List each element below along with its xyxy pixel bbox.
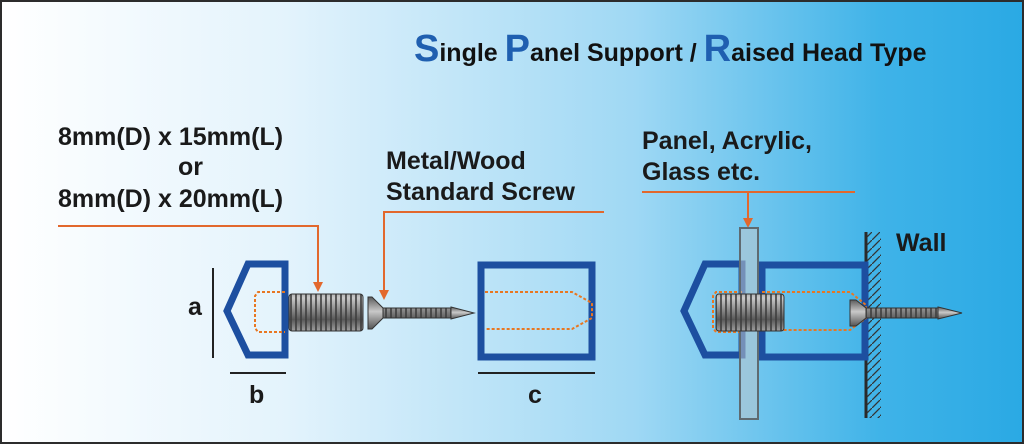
dimension-label-c: c: [528, 381, 542, 409]
size-leader-line: [58, 225, 319, 284]
title-text-2: anel Support /: [530, 39, 704, 67]
wall-hatching: [867, 232, 881, 418]
dimension-label-b: b: [249, 381, 265, 409]
threaded-stud: [288, 293, 364, 332]
screw-label-line2: Standard Screw: [386, 178, 575, 206]
screw-leader-line: [383, 211, 604, 292]
size-leader-arrow: [313, 282, 323, 292]
size-label-line3: 8mm(D) x 20mm(L): [58, 185, 284, 213]
title-initial-p: P: [504, 28, 531, 70]
assembled-stud: [715, 293, 785, 332]
raised-head-cap: [223, 260, 289, 359]
size-label-line2: or: [178, 153, 203, 181]
diagram-title: Single Panel Support / Raised Head Type: [414, 28, 927, 71]
size-label-line1: 8mm(D) x 15mm(L): [58, 123, 284, 151]
wall-label: Wall: [896, 229, 947, 257]
support-barrel: [477, 261, 596, 361]
title-initial-s: S: [414, 28, 440, 70]
screw-label-line1: Metal/Wood: [386, 147, 526, 175]
panel-label-line2: Glass etc.: [642, 158, 761, 186]
dimension-label-a: a: [188, 293, 202, 321]
panel-label-line1: Panel, Acrylic,: [642, 127, 812, 155]
screw-leader-arrow: [379, 290, 389, 300]
panel-leader-arrow: [743, 218, 753, 228]
assembled-view: [680, 227, 963, 420]
title-text-1: ingle: [439, 39, 505, 67]
title-text-3: aised Head Type: [731, 39, 927, 67]
title-initial-r: R: [703, 28, 732, 70]
wood-screw: [367, 296, 476, 330]
